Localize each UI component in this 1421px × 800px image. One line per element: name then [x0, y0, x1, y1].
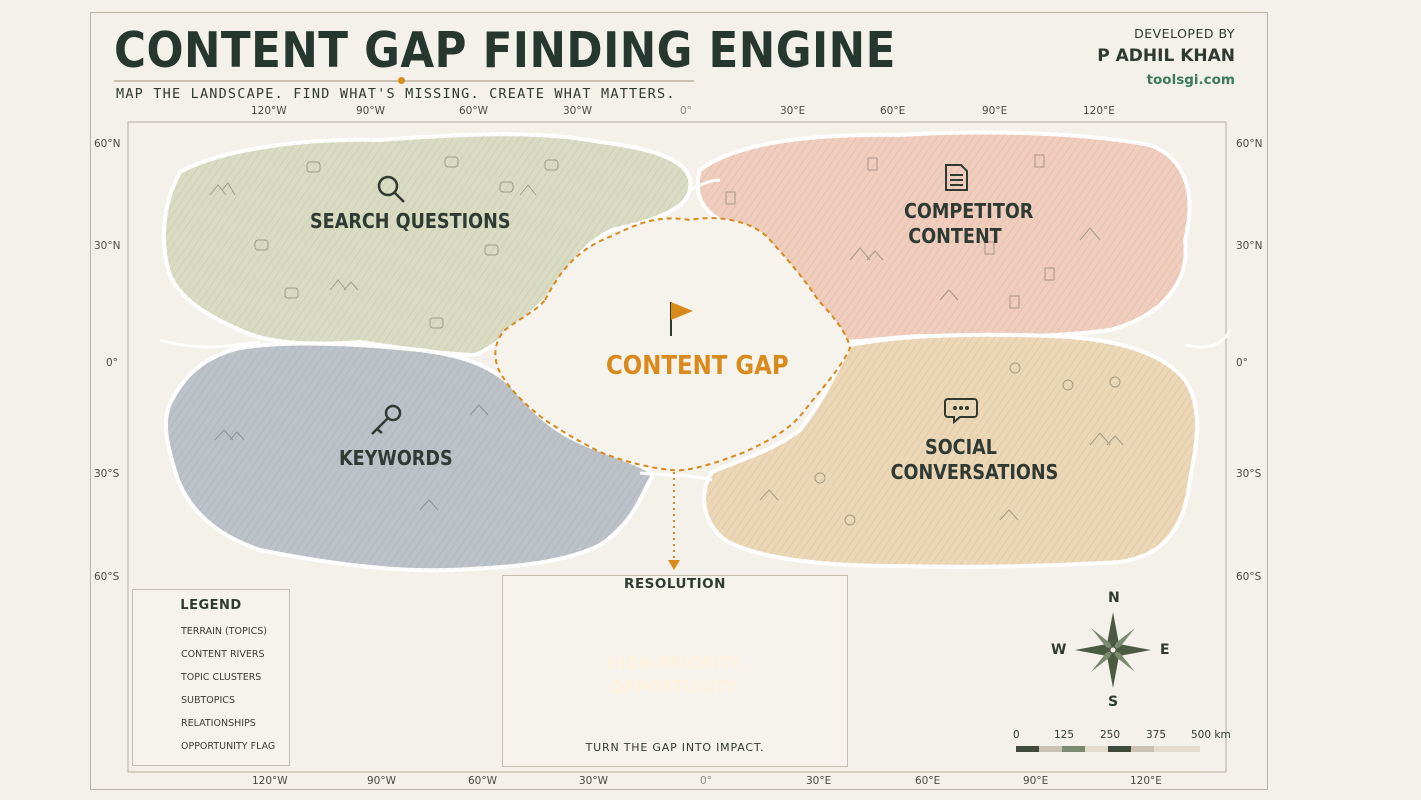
- content-gap-area: [494, 217, 852, 472]
- lon-label-top: 120°W: [251, 105, 287, 117]
- legend-item: TOPIC CLUSTERS: [181, 672, 262, 683]
- page-title: CONTENT GAP FINDING ENGINE: [114, 22, 896, 79]
- lon-label-bottom: 30°W: [579, 775, 608, 787]
- lon-label-top: 60°E: [880, 105, 906, 117]
- lon-label-bottom: 30°E: [806, 775, 832, 787]
- compass-north: N: [1108, 590, 1120, 606]
- lon-label-top: 30°W: [563, 105, 592, 117]
- magnifier-icon: [377, 175, 405, 203]
- key-icon: [371, 404, 402, 435]
- developer-credit: DEVELOPED BY P ADHIL KHAN toolsgi.com: [1035, 26, 1235, 88]
- compass-south: S: [1108, 694, 1119, 710]
- scale-label: 250: [1100, 729, 1121, 741]
- lon-label-bottom: 0°: [700, 775, 712, 787]
- legend-item: TERRAIN (TOPICS): [181, 626, 267, 637]
- terrain-texture: [704, 334, 1197, 567]
- scale-label: 500 km: [1191, 729, 1231, 741]
- content-gap-label: CONTENT GAP: [606, 351, 789, 381]
- legend-item: CONTENT RIVERS: [181, 649, 265, 660]
- lat-label-left: 60°N: [94, 138, 121, 150]
- flag-icon: [670, 302, 693, 336]
- lat-label-left: 60°S: [94, 571, 120, 583]
- scale-label: 375: [1146, 729, 1167, 741]
- lon-label-bottom: 90°E: [1023, 775, 1049, 787]
- scale-label: 125: [1054, 729, 1075, 741]
- lon-label-bottom: 90°W: [367, 775, 396, 787]
- legend-title: LEGEND: [180, 598, 242, 613]
- lat-label-left: 0°: [106, 357, 118, 369]
- opportunity-label-line2: OPPORTUNITY: [610, 678, 737, 698]
- page-subtitle: MAP THE LANDSCAPE. FIND WHAT'S MISSING. …: [116, 86, 676, 102]
- competitor-label-line2: CONTENT: [908, 224, 1002, 248]
- lon-label-top: 90°W: [356, 105, 385, 117]
- compass-west: W: [1051, 642, 1067, 658]
- content-rivers: [159, 178, 1232, 482]
- lon-label-top: 90°E: [982, 105, 1008, 117]
- lon-label-bottom: 60°E: [915, 775, 941, 787]
- social-conversations-label: SOCIAL CONVERSATIONS: [890, 435, 1059, 485]
- scale-label: 0: [1013, 729, 1020, 741]
- resolution-panel: RESOLUTION TURN THE GAP INTO IMPACT.: [502, 575, 848, 767]
- keywords-label: KEYWORDS: [339, 446, 453, 470]
- lat-label-left: 30°N: [94, 240, 121, 252]
- mountain-marks: [209, 182, 1124, 521]
- lat-label-right: 30°S: [1236, 468, 1262, 480]
- lat-label-right: 30°N: [1236, 240, 1263, 252]
- compass-rose: [1075, 612, 1151, 688]
- connector-arrowhead: [668, 560, 680, 570]
- lon-label-bottom: 60°W: [468, 775, 497, 787]
- opportunity-label-line1: HIGH-PRIORITY: [606, 654, 742, 674]
- resolution-footer: TURN THE GAP INTO IMPACT.: [585, 741, 765, 754]
- map-frame: [90, 12, 1268, 790]
- social-label-line1: SOCIAL: [925, 435, 997, 459]
- topic-marks: [254, 154, 1121, 526]
- graticule-frame: [127, 121, 1227, 773]
- social-label-line2: CONVERSATIONS: [890, 460, 1059, 484]
- lat-label-right: 0°: [1236, 357, 1248, 369]
- terrain-texture: [164, 134, 691, 355]
- legend-panel: LEGEND TERRAIN (TOPICS) CONTENT RIVERS T…: [132, 589, 290, 766]
- search-questions-label: SEARCH QUESTIONS: [310, 209, 511, 233]
- document-icon: [945, 164, 968, 191]
- competitor-content-label: COMPETITOR CONTENT: [903, 199, 1034, 249]
- terrain-texture: [697, 132, 1190, 342]
- legend-item: SUBTOPICS: [181, 695, 235, 706]
- lat-label-right: 60°N: [1236, 138, 1263, 150]
- lat-label-right: 60°S: [1236, 571, 1262, 583]
- compass-east: E: [1160, 642, 1170, 658]
- developer-label: DEVELOPED BY: [1134, 26, 1235, 41]
- lat-label-left: 30°S: [94, 468, 120, 480]
- lon-label-bottom: 120°W: [252, 775, 288, 787]
- title-ornament: [398, 77, 405, 84]
- legend-item: RELATIONSHIPS: [181, 718, 256, 729]
- lon-label-top: 30°E: [780, 105, 806, 117]
- scale-bar: [1016, 746, 1200, 752]
- lon-label-top: 60°W: [459, 105, 488, 117]
- resolution-title: RESOLUTION: [624, 576, 726, 592]
- lon-label-top: 0°: [680, 105, 692, 117]
- developer-site-link[interactable]: toolsgi.com: [1146, 72, 1235, 88]
- chat-icon: [944, 398, 978, 425]
- developer-name: P ADHIL KHAN: [1097, 46, 1235, 66]
- lon-label-top: 120°E: [1083, 105, 1115, 117]
- lon-label-bottom: 120°E: [1130, 775, 1162, 787]
- opportunity-label: HIGH-PRIORITY OPPORTUNITY: [67, 652, 1280, 700]
- terrain-texture: [165, 343, 652, 571]
- competitor-label-line1: COMPETITOR: [903, 199, 1034, 223]
- legend-item: OPPORTUNITY FLAG: [181, 741, 276, 752]
